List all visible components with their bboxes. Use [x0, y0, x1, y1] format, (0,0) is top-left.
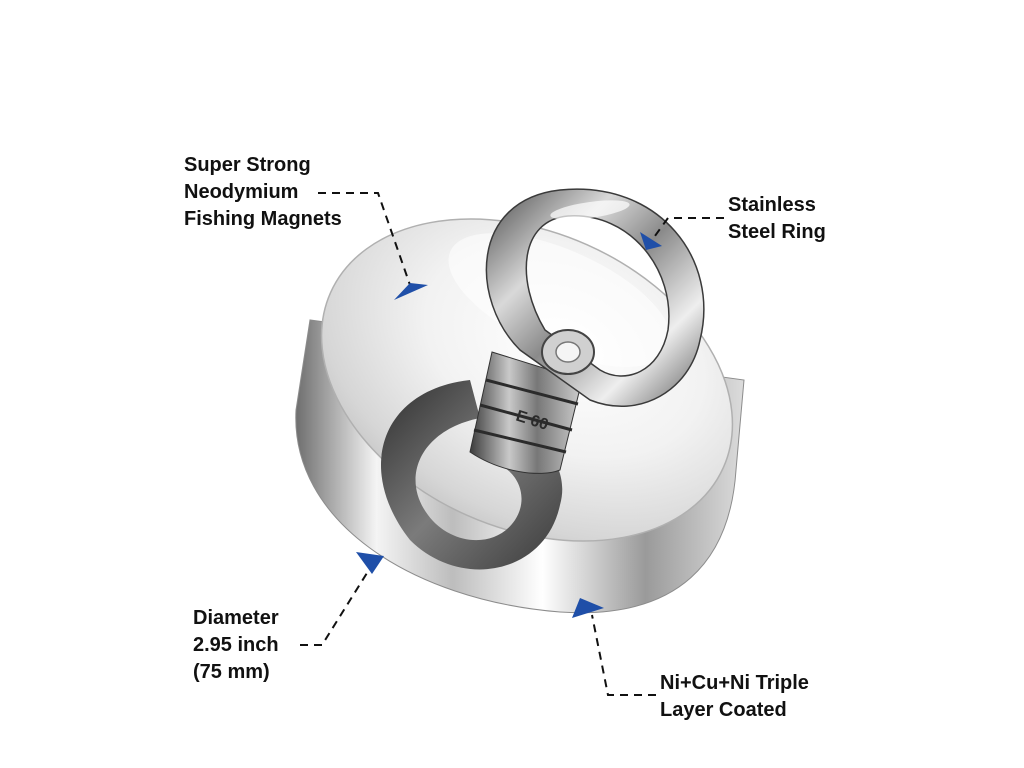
arrow-ring — [640, 232, 662, 250]
callout-diameter-label: Diameter 2.95 inch (75 mm) — [193, 605, 279, 686]
ring-reflection — [380, 380, 563, 570]
callout-line: Diameter — [193, 607, 279, 629]
callout-ring-label: Stainless Steel Ring — [728, 192, 826, 246]
callout-line: Fishing Magnets — [184, 208, 342, 230]
ring-highlight — [550, 200, 630, 220]
ring-boss-center — [555, 341, 581, 363]
callout-line: Layer Coated — [660, 699, 787, 721]
callout-line: (75 mm) — [193, 661, 270, 683]
leader-line-coating — [591, 614, 656, 696]
neck-thread-2 — [479, 403, 573, 432]
ring-reflection-loop — [380, 380, 563, 570]
leader-line-neodymium — [318, 192, 411, 286]
neck-thread-3 — [473, 428, 567, 454]
arrow-neodymium — [394, 283, 428, 300]
callout-line: 2.95 inch — [193, 634, 279, 656]
neck-thread-1 — [485, 378, 579, 406]
callout-line: Super Strong — [184, 154, 311, 176]
arrow-coating — [572, 598, 604, 618]
arrow-diameter — [356, 552, 384, 574]
eye-bolt-neck: E 60 — [469, 351, 583, 474]
callout-line: Stainless — [728, 194, 816, 216]
callout-line: Steel Ring — [728, 221, 826, 243]
leader-line-ring — [651, 217, 724, 241]
callout-arrows — [356, 232, 662, 618]
leader-lines — [300, 192, 724, 696]
leader-line-diameter — [300, 564, 373, 646]
callout-line: Neodymium — [184, 181, 299, 203]
callout-coating-label: Ni+Cu+Ni Triple Layer Coated — [660, 670, 809, 724]
callout-line: Ni+Cu+Ni Triple — [660, 672, 809, 694]
callout-neodymium-label: Super Strong Neodymium Fishing Magnets — [184, 152, 342, 233]
